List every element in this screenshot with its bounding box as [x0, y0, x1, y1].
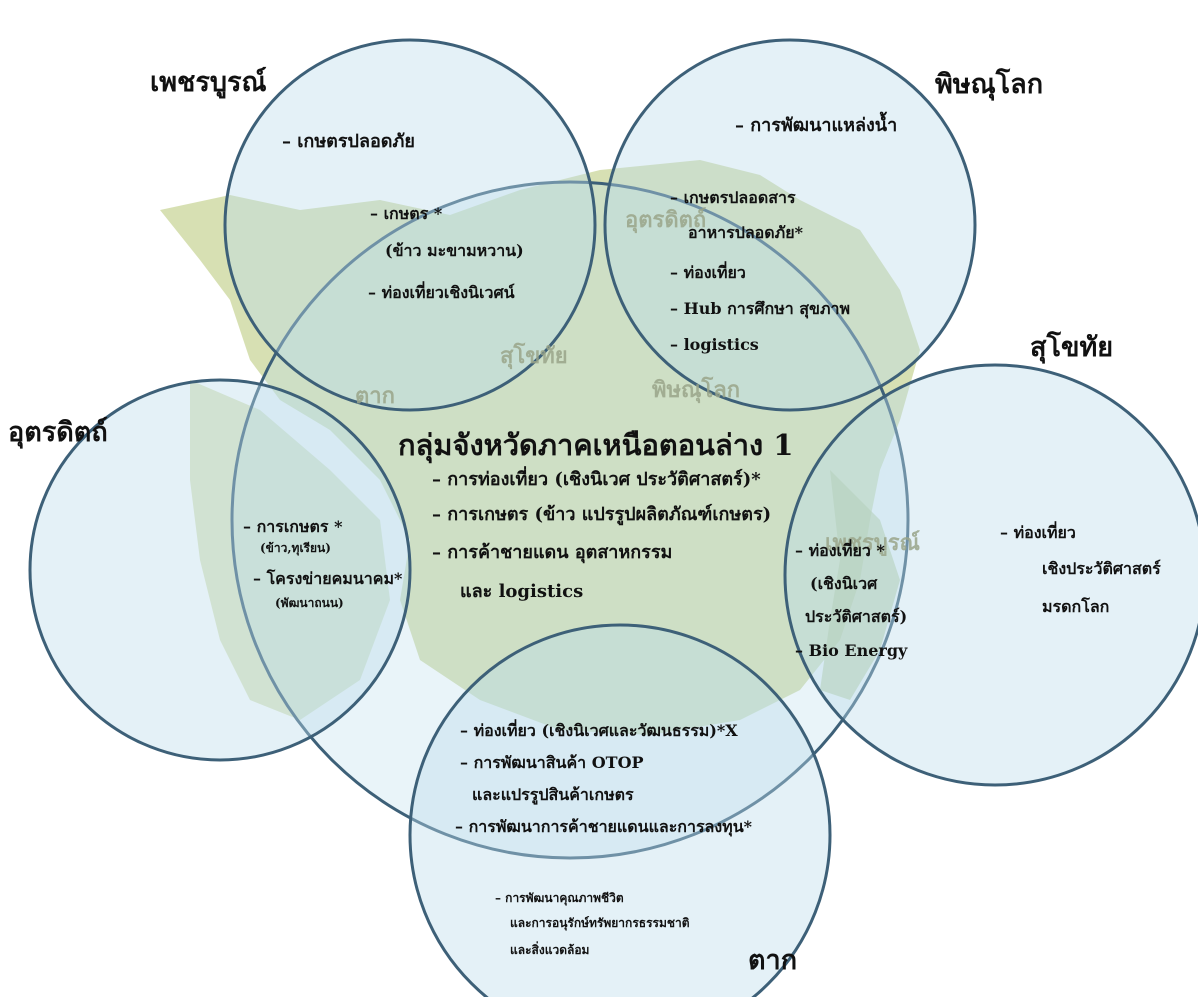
sukhothai-outer-item-1: – ท่องเที่ยว [1000, 523, 1076, 542]
tak-overlap-item-4: – การพัฒนาการค้าชายแดนและการลงทุน* [455, 817, 753, 836]
sukhothai-outer-item-2: เชิงประวัติศาสตร์ [1042, 559, 1161, 578]
center-item-4: และ logistics [460, 581, 584, 602]
label-phitsanulok: พิษณุโลก [935, 69, 1044, 100]
circle-sukhothai [783, 363, 1198, 787]
tak-outer-item-1: – การพัฒนาคุณภาพชีวิต [495, 891, 624, 905]
map-label-phetchabun: เพชรบูรณ์ [825, 530, 920, 556]
phetchabun-overlap-item-2: (ข้าว มะขามหวาน) [385, 241, 524, 260]
tak-outer-item-3: และสิ่งแวดล้อม [510, 943, 590, 957]
province-map [160, 160, 920, 735]
phetchabun-overlap-item-1: – เกษตร * [370, 204, 443, 223]
circle-center [230, 180, 910, 860]
tak-outer-item-2: และการอนุรักษ์ทรัพยากรธรรมชาติ [510, 916, 690, 930]
sukhothai-overlap-item-4: – Bio Energy [795, 641, 908, 660]
uttaradit-overlap-item-3: – โครงข่ายคมนาคม* [253, 569, 403, 588]
circles [28, 38, 1198, 997]
center-item-1: – การท่องเที่ยว (เชิงนิเวศ ประวัติศาสตร์… [432, 469, 761, 490]
uttaradit-overlap-item-1: – การเกษตร * [243, 517, 343, 536]
sukhothai-overlap-item-2: (เชิงนิเวศ [810, 574, 878, 593]
label-phetchabun: เพชรบูรณ์ [150, 67, 267, 98]
map-land-east [820, 470, 900, 700]
circle-phetchabun [223, 38, 597, 412]
label-tak: ตาก [748, 945, 798, 976]
center-item-3: – การค้าชายแดน อุตสาหกรรม [432, 542, 673, 563]
label-uttaradit: อุตรดิตถ์ [8, 417, 108, 448]
phitsanulok-overlap-item-2: อาหารปลอดภัย* [688, 223, 803, 242]
circle-tak [408, 623, 832, 997]
tak-overlap-item-2: – การพัฒนาสินค้า OTOP [460, 753, 644, 772]
phetchabun-outer-item: – เกษตรปลอดภัย [282, 131, 415, 152]
phetchabun-overlap-item-3: – ท่องเที่ยวเชิงนิเวศน์ [368, 283, 515, 302]
map-label-tak: ตาก [355, 383, 395, 409]
circle-uttaradit [28, 378, 412, 762]
map-label-sukhothai: สุโขทัย [500, 343, 568, 369]
circle-phitsanulok [603, 38, 977, 412]
phitsanulok-overlap-item-3: – ท่องเที่ยว [670, 263, 746, 282]
map-label-phitsanulok: พิษณุโลก [652, 377, 741, 403]
map-land-west [190, 380, 390, 720]
center-title: กลุ่มจังหวัดภาคเหนือตอนล่าง 1 [398, 428, 794, 462]
phitsanulok-outer-item: – การพัฒนาแหล่งน้ำ [735, 115, 898, 136]
sukhothai-overlap-item-1: – ท่องเที่ยว * [795, 541, 885, 560]
map-label-uttaradit: อุตรดิตถ์ [625, 207, 707, 233]
phitsanulok-overlap-item-1: – เกษตรปลอดสาร [670, 188, 796, 207]
uttaradit-overlap-item-4: (พัฒนาถนน) [275, 596, 344, 610]
phitsanulok-overlap-item-5: – logistics [670, 335, 759, 354]
center-item-2: – การเกษตร (ข้าว แปรรูปผลิตภัณฑ์เกษตร) [432, 504, 772, 525]
tak-overlap-item-1: – ท่องเที่ยว (เชิงนิเวศและวัฒนธรรม)*X [460, 721, 738, 740]
sukhothai-overlap-item-3: ประวัติศาสตร์) [805, 607, 908, 626]
uttaradit-overlap-item-2: (ข้าว,ทุเรียน) [260, 541, 331, 555]
label-sukhothai: สุโขทัย [1030, 332, 1114, 363]
phitsanulok-overlap-item-4: – Hub การศึกษา สุขภาพ [670, 299, 851, 318]
map-land-north [160, 160, 920, 735]
sukhothai-outer-item-3: มรดกโลก [1042, 597, 1110, 616]
tak-overlap-item-3: และแปรรูปสินค้าเกษตร [472, 785, 634, 804]
